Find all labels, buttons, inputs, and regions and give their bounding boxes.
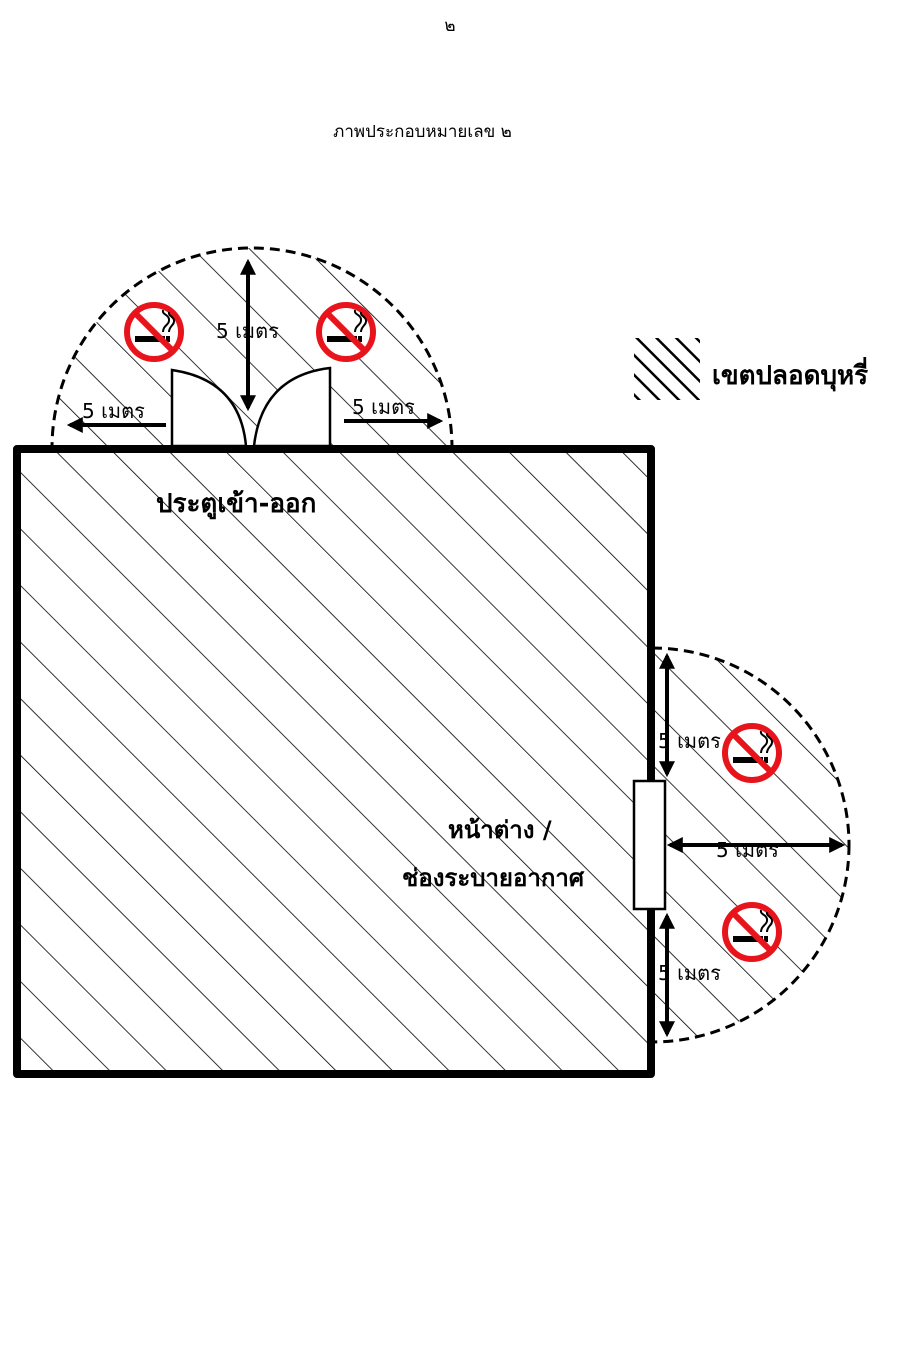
entrance-door xyxy=(170,366,332,448)
building xyxy=(13,445,655,1078)
door-label: ประตูเข้า-ออก xyxy=(156,489,316,520)
legend-label: เขตปลอดบุหรี่ xyxy=(712,356,868,392)
distance-label-door-left: 5 เมตร xyxy=(82,399,145,423)
distance-label-door-up: 5 เมตร xyxy=(216,319,279,343)
window-label-line1: หน้าต่าง / xyxy=(448,816,552,844)
figure-caption: ภาพประกอบหมายเลข ๒ xyxy=(333,122,512,142)
distance-label-window-out: 5 เมตร xyxy=(716,838,779,862)
distance-label-window-down: 5 เมตร xyxy=(658,961,721,985)
distance-label-door-right: 5 เมตร xyxy=(352,395,415,419)
legend-swatch xyxy=(634,338,700,400)
page-number: ๒ xyxy=(444,16,456,36)
distance-label-window-up: 5 เมตร xyxy=(658,729,721,753)
window-label-line2: ช่องระบายอากาศ xyxy=(402,864,585,892)
no-smoking-icon xyxy=(319,305,373,359)
no-smoking-icon xyxy=(725,726,779,780)
no-smoking-icon xyxy=(725,905,779,959)
window-vent xyxy=(632,779,667,911)
no-smoking-icon xyxy=(127,305,181,359)
legend: เขตปลอดบุหรี่ xyxy=(634,338,868,400)
